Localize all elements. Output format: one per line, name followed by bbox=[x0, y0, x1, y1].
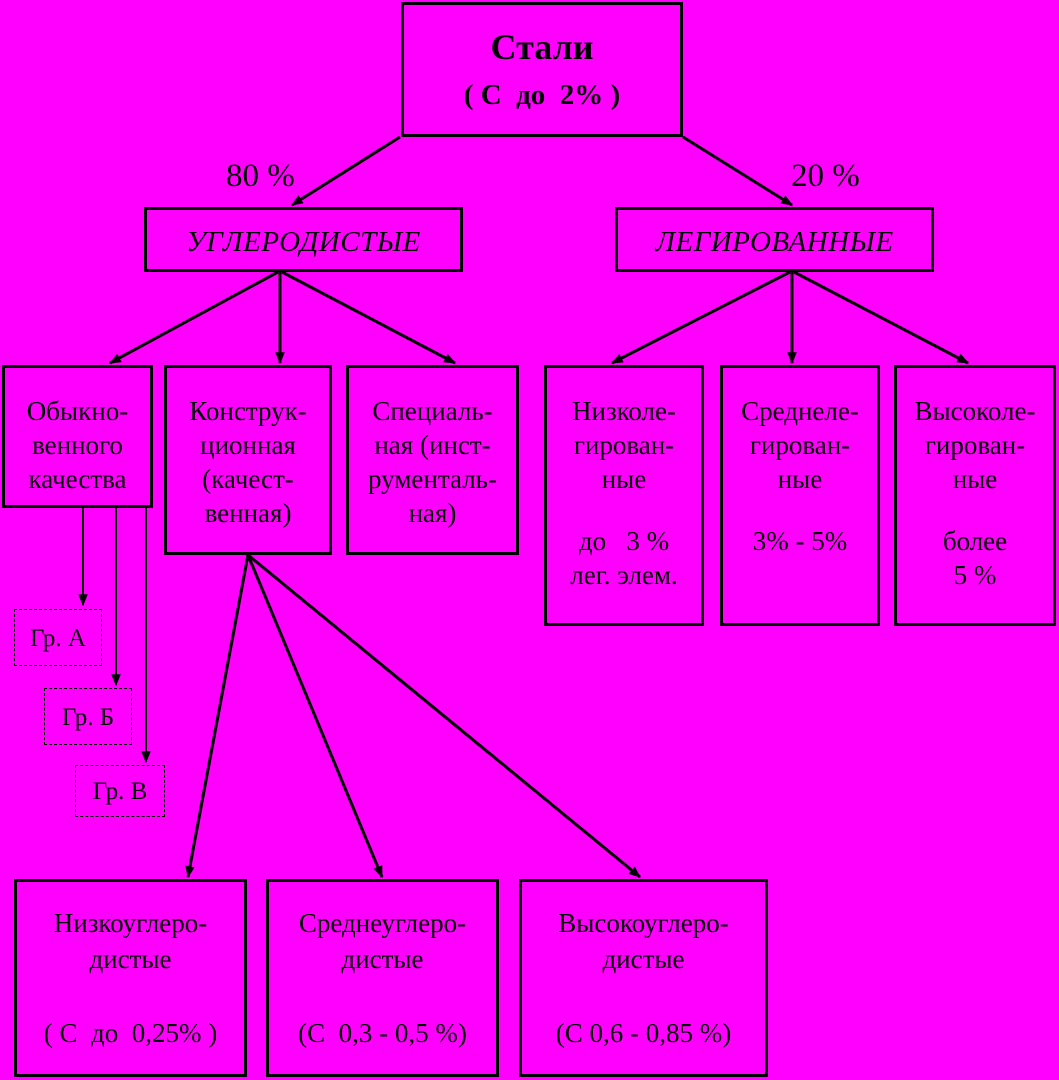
line: венная) bbox=[204, 498, 292, 528]
line: (С 0,6 - 0,85 %) bbox=[555, 1018, 732, 1048]
box-special-tool: Специаль- ная (инст- рументаль- ная) bbox=[346, 365, 519, 555]
arrow-root-to-alloy bbox=[682, 135, 794, 207]
category-carbon-label: УГЛЕРОДИСТЫЕ bbox=[186, 226, 421, 258]
root-title: Стали bbox=[490, 27, 594, 67]
line: до 3 % bbox=[578, 526, 670, 556]
line: Обыкно- bbox=[26, 396, 129, 426]
line: Высокоуглеро- bbox=[558, 908, 729, 938]
line: Конструк- bbox=[189, 396, 307, 426]
line: гирован- bbox=[749, 430, 851, 460]
line: Специаль- bbox=[372, 396, 493, 426]
box-low-carbon: Низкоуглеро- дистые ( С до 0,25% ) bbox=[14, 879, 247, 1077]
line: гирован- bbox=[573, 430, 675, 460]
line: качества bbox=[28, 464, 127, 494]
line: ные bbox=[952, 464, 998, 494]
box-medium-alloy: Среднеле- гирован- ные 3% - 5% bbox=[720, 365, 880, 626]
arrow-structural-to-low-carbon bbox=[185, 554, 250, 879]
line: (С 0,3 - 0,5 %) bbox=[298, 1018, 467, 1048]
arrow-structural-to-high-carbon bbox=[247, 553, 641, 879]
line: гирован- bbox=[924, 430, 1026, 460]
group-b-box: Гр. Б bbox=[44, 688, 132, 745]
group-a-label: Гр. А bbox=[30, 625, 86, 652]
box-high-carbon: Высокоуглеро- дистые (С 0,6 - 0,85 %) bbox=[519, 879, 768, 1077]
line: дистые bbox=[341, 944, 424, 974]
category-carbon-steels: УГЛЕРОДИСТЫЕ bbox=[144, 207, 463, 272]
line: рументаль- bbox=[368, 464, 497, 494]
box-structural: Конструк- ционная (качест- венная) bbox=[164, 365, 332, 555]
arrow-alloy-to-high bbox=[793, 270, 970, 365]
arrow-carbon-to-ordinary bbox=[108, 270, 279, 365]
group-a-box: Гр. А bbox=[14, 609, 102, 666]
line: Низколе- bbox=[572, 396, 676, 426]
line: дистые bbox=[602, 944, 685, 974]
line: более bbox=[942, 526, 1008, 556]
group-v-box: Гр. В bbox=[75, 765, 165, 817]
arrow-alloy-to-low bbox=[610, 270, 791, 365]
root-subtitle: ( С до 2% ) bbox=[463, 79, 621, 111]
box-low-alloy: Низколе- гирован- ные до 3 % лег. элем. bbox=[544, 365, 704, 626]
arrow-root-to-carbon bbox=[290, 135, 401, 207]
percent-alloy: 20 % bbox=[791, 158, 860, 194]
category-alloy-steels: ЛЕГИРОВАННЫЕ bbox=[615, 207, 934, 272]
line: ная) bbox=[408, 498, 457, 528]
box-high-alloy: Высоколе- гирован- ные более 5 % bbox=[894, 365, 1056, 626]
box-medium-carbon: Среднеуглеро- дистые (С 0,3 - 0,5 %) bbox=[266, 879, 499, 1077]
line: 3% - 5% bbox=[752, 526, 848, 556]
line: (качест- bbox=[202, 464, 294, 494]
box-ordinary-quality: Обыкно- венного качества bbox=[2, 365, 153, 508]
line: ные bbox=[777, 464, 823, 494]
line: 5 % bbox=[953, 560, 997, 590]
group-b-label: Гр. Б bbox=[61, 704, 115, 731]
line: лег. элем. bbox=[570, 560, 678, 590]
group-v-label: Гр. В bbox=[92, 778, 148, 805]
category-alloy-label: ЛЕГИРОВАННЫЕ bbox=[655, 226, 894, 258]
line: ( С до 0,25% ) bbox=[43, 1018, 218, 1048]
arrow-carbon-to-special bbox=[281, 270, 457, 365]
percent-carbon: 80 % bbox=[226, 158, 295, 194]
line: Среднеле- bbox=[741, 396, 859, 426]
line: Высоколе- bbox=[914, 396, 1036, 426]
line: Низкоуглеро- bbox=[53, 908, 208, 938]
line: ные bbox=[601, 464, 647, 494]
arrow-structural-to-medium-carbon bbox=[246, 554, 384, 879]
line: дистые bbox=[89, 944, 172, 974]
line: ционная bbox=[200, 430, 296, 460]
line: ная (инст- bbox=[374, 430, 491, 460]
line: Среднеуглеро- bbox=[298, 908, 467, 938]
line: венного bbox=[32, 430, 123, 460]
root-node-steels: Стали ( С до 2% ) bbox=[401, 2, 683, 137]
